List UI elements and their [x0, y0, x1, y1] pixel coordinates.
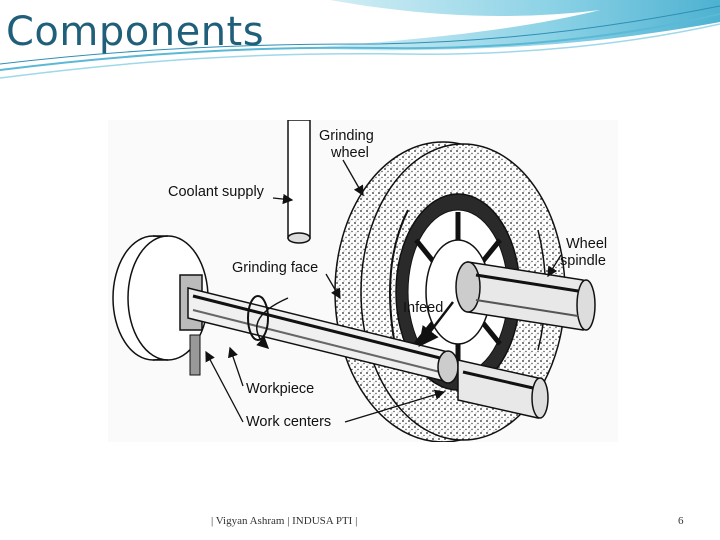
- label-grinding-wheel-1: Grinding: [319, 128, 374, 144]
- label-wheel-spindle-1: Wheel: [566, 236, 607, 252]
- label-grinding-wheel-2: wheel: [330, 145, 369, 161]
- page-number: 6: [678, 515, 684, 527]
- infeed-arrow: [418, 301, 454, 347]
- label-work-centers: Work centers: [246, 414, 331, 430]
- header-wave-decoration: [0, 0, 720, 79]
- label-coolant-supply: Coolant supply: [168, 184, 265, 200]
- slide-title: Components: [6, 9, 265, 55]
- label-workpiece: Workpiece: [246, 381, 314, 397]
- coolant-supply-pipe: [287, 120, 311, 244]
- tailstock: [457, 359, 549, 419]
- label-infeed: Infeed: [403, 300, 443, 316]
- label-wheel-spindle-2: spindle: [560, 253, 606, 269]
- workpiece: [187, 287, 459, 384]
- label-grinding-face: Grinding face: [232, 260, 318, 276]
- wheel-spindle: [455, 261, 596, 331]
- slide-footer: | Vigyan Ashram | INDUSA PTI |: [211, 515, 358, 527]
- faceplate: [112, 235, 209, 376]
- grinder-diagram: Grinding wheel Coolant supply Grinding f…: [108, 120, 618, 442]
